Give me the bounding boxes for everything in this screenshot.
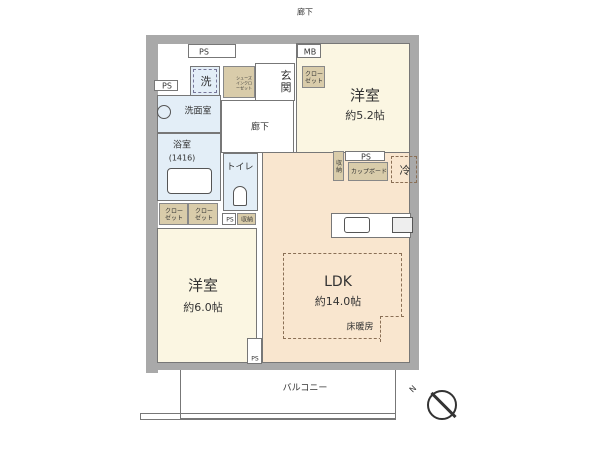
toilet-bowl-icon [157,105,171,119]
sink-icon [344,217,370,233]
corridor-label: 廊下 [250,122,270,133]
ps-bottom: PS [247,338,262,364]
closet-label: クローゼット [164,208,183,222]
bathroom-label: 浴室 [172,140,192,151]
western-room-2-size: 約6.0帖 [183,301,223,314]
ps-ldk: PS [345,151,385,162]
western-room-2 [157,228,257,363]
outer-wall-right [409,35,419,370]
ps-label: PS [361,152,371,162]
compass-north-label: N [407,383,419,395]
laundry-label: 洗 [200,75,212,88]
toilet-label: トイレ [226,162,254,173]
outer-wall-top [146,35,296,44]
ps-label: PS [199,47,209,57]
floor-heating-area [283,253,402,339]
storage-label: 収納 [336,160,343,174]
washroom-label: 洗面室 [184,106,212,117]
western-room-1-size: 約5.2帖 [345,109,385,122]
closet-right: クローゼット [188,203,218,225]
cupboard-label: カップボード [350,168,388,176]
balcony-label: バルコニー [282,383,328,394]
ps-label: PS [162,81,172,91]
bathtub-icon [167,168,212,194]
shoes-closet-label: シューズインクローゼット [236,75,252,91]
western-room-1-label: 洋室 [349,86,381,105]
mb-box: MB [297,44,321,58]
storage-ldk: 収納 [333,151,344,181]
entrance-label: 玄関 [280,69,292,94]
ps-small: PS [222,213,236,225]
washroom [157,95,221,133]
stove-icon [392,217,413,233]
storage-label: 収納 [240,216,254,224]
floor-heating-edge [401,253,402,317]
closet-left: クローゼット [159,203,188,225]
closet-top-right: クローゼット [302,66,325,88]
outer-wall-bottom [146,362,419,370]
toilet-icon [233,186,247,206]
laundry: 洗 [190,66,220,96]
corridor [221,100,294,153]
ps-left: PS [154,80,178,91]
western-room-1 [296,43,410,153]
storage-small: 収納 [237,213,256,225]
floor-heating-notch [380,316,404,342]
shoes-closet: シューズインクローゼット [223,66,255,98]
outer-wall-top-right [293,35,419,43]
compass-icon [427,390,457,420]
fridge-space: 冷 [391,156,417,183]
fridge-label: 冷 [399,164,411,177]
ldk-label: LDK [324,274,352,290]
floor-heating-label: 床暖房 [346,322,374,333]
western-room-2-label: 洋室 [187,276,219,295]
ldk-size: 約14.0帖 [314,295,362,308]
outer-wall-left [146,35,158,373]
ps-top: PS [188,44,236,58]
bathroom-size: (1416) [168,153,196,163]
closet-label: クローゼット [304,71,323,85]
balcony-rail [140,413,396,420]
corridor-top-label: 廊下 [297,7,313,17]
closet-label: クローゼット [194,208,213,222]
ps-label: PS [226,216,234,224]
cupboard: カップボード [348,162,388,181]
mb-label: MB [303,47,317,57]
ps-label: PS [251,355,259,363]
